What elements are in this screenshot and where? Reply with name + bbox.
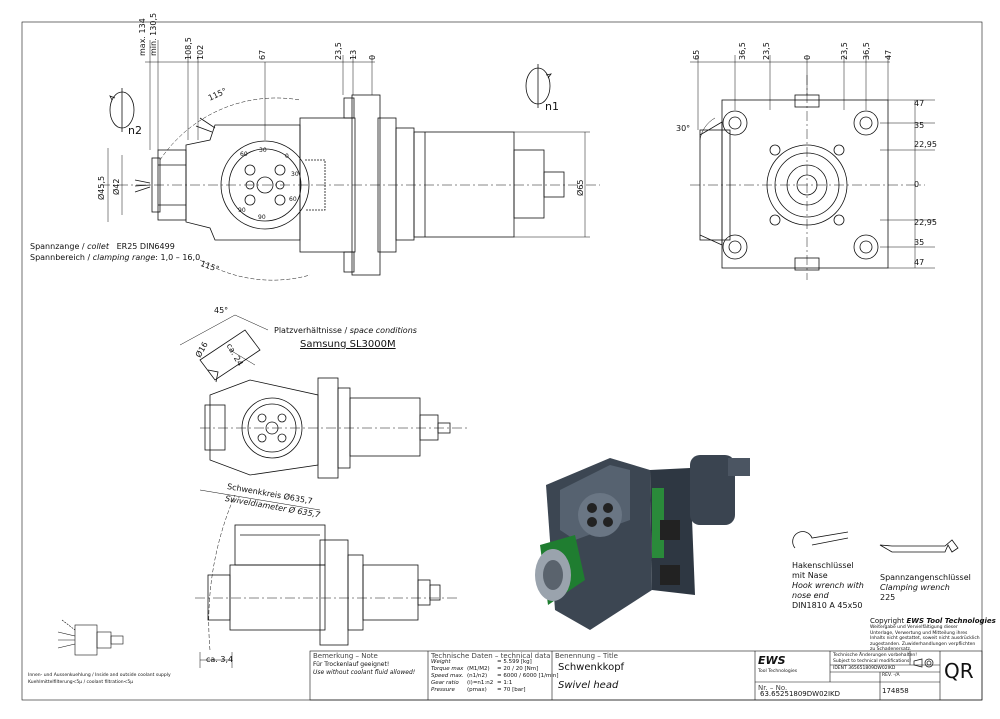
dial-number: 60 <box>240 151 248 158</box>
tech-row: Gear ratio(i)=n1:n2= 1:1 <box>431 680 513 686</box>
coolant-schematic <box>57 619 124 656</box>
rotation-label-n2: n2 <box>128 124 142 137</box>
copyright-title: Copyright EWS Tool Technologies <box>870 617 996 625</box>
side-dimension-lines <box>690 55 935 269</box>
hook-wrench-en: Hook wrench with <box>792 581 864 590</box>
ews-logo-sub: Tool Technologies <box>758 669 798 674</box>
dim-65: 65 <box>692 49 701 60</box>
rotation-symbol-n1 <box>525 64 552 108</box>
clamp-wrench-en: Clamping wrench <box>880 583 950 592</box>
tech-data-header: Technische Daten – technical data <box>431 652 551 660</box>
tech-row: Pressure(pmax)= 70 [bar] <box>431 687 526 693</box>
angle-45: 45° <box>214 306 229 315</box>
title-block-frame <box>309 650 983 701</box>
dial-number: 30 <box>291 171 299 178</box>
dim-67: 67 <box>258 49 267 60</box>
title-de: Schwenkkopf <box>558 662 625 673</box>
dim-d65: Ø65 <box>576 179 585 196</box>
dial-number: 90 <box>258 214 266 221</box>
hook-wrench-drawing <box>792 531 849 549</box>
3d-rendering <box>535 455 750 630</box>
vdim-35-bottom: 35 <box>914 238 925 247</box>
machine-name: Samsung SL3000M <box>300 339 396 350</box>
dim-47-top: 47 <box>884 49 893 60</box>
title-header: Benennung – Title <box>555 652 618 660</box>
front-dimension-lines <box>107 40 590 238</box>
ident: IDENT 365651809DW02IKD <box>833 666 896 671</box>
copyright-text: Weitergabe und Vervielfältigung dieser U… <box>870 625 980 652</box>
vdim-47-top: 47 <box>914 99 925 108</box>
dim-d45: Ø45,5 <box>97 175 106 200</box>
space-conditions-label: Platzverhältnisse / space conditions <box>274 326 417 335</box>
dial-number: 30 <box>259 147 267 154</box>
rev: REV. -/A <box>882 673 900 678</box>
hook-wrench-de: Hakenschlüssel <box>792 561 854 570</box>
dim-ca-3-4: ca. 3,4 <box>206 655 234 664</box>
part-no-header: Nr. – No. <box>758 684 788 692</box>
remark-en: Use without coolant fluid allowed! <box>313 669 416 676</box>
dim-102: 102 <box>196 44 205 60</box>
dim-108-5: 108,5 <box>184 37 193 60</box>
angled-view <box>179 314 470 479</box>
dial-number: 0 <box>285 153 289 160</box>
title-en: Swivel head <box>558 680 619 691</box>
front-view <box>100 94 600 281</box>
qr-label: QR <box>944 659 974 683</box>
dial-number: 60 <box>289 196 297 203</box>
hook-wrench-en2: nose end <box>792 591 829 600</box>
rotation-label-n1: n1 <box>545 100 559 113</box>
ews-logo: EWS <box>758 654 786 667</box>
dim-max: max. 134 <box>138 18 147 56</box>
projection-symbol-icon <box>912 653 936 668</box>
tech-row: Weight= 5.599 [kg] <box>431 659 532 665</box>
remark-de: Für Trockenlauf geeignet! <box>313 661 390 668</box>
hook-wrench-spec: DIN1810 A 45x50 <box>792 601 863 610</box>
side-view <box>690 75 925 280</box>
tech-data-table: Weight= 5.599 [kg] Torque max(M1/M2)= 20… <box>431 659 558 694</box>
dim-23-5-left: 23,5 <box>762 42 771 60</box>
vdim-35-top: 35 <box>914 121 925 130</box>
bottom-view <box>195 489 460 668</box>
rotation-symbol-n2 <box>109 88 135 132</box>
clamping-range-line: Spannbereich / clamping range: 1,0 – 16,… <box>30 253 201 262</box>
change-note-en: Subject to technical modifications! <box>833 659 912 664</box>
part-number: 63.65251809DW02IKD <box>760 690 841 698</box>
angle-30: 30° <box>676 124 691 133</box>
vdim-0: 0 <box>914 180 920 189</box>
coolant-note-line2: Kuehlmittelfilterung<5µ / coolant filtra… <box>28 680 134 685</box>
remark-header: Bemerkung – Note <box>313 652 378 660</box>
dim-13: 13 <box>349 49 358 60</box>
dim-36-5: 36,5 <box>738 42 747 60</box>
clamp-wrench-size: 225 <box>880 593 896 602</box>
sheet-border <box>21 21 983 701</box>
sheet-number: 174858 <box>882 687 909 695</box>
vdim-47-bottom: 47 <box>914 258 925 267</box>
dim-d42: Ø42 <box>112 178 121 195</box>
coolant-note-line1: Innen- und Aussenkuehlung / Inside and o… <box>28 673 171 678</box>
hook-wrench-de2: mit Nase <box>792 571 828 580</box>
vdim-22-95-bottom: 22,95 <box>914 218 937 227</box>
dim-0: 0 <box>368 54 377 60</box>
dim-36-5-right: 36,5 <box>862 42 871 60</box>
clamping-wrench-drawing <box>879 539 959 553</box>
collet-line: Spannzange / collet ER25 DIN6499 <box>30 242 175 251</box>
dim-23-5-right: 23,5 <box>840 42 849 60</box>
dim-min: min. 130,5 <box>149 12 158 56</box>
dim-23-5: 23,5 <box>334 42 343 60</box>
change-note-de: Technische Änderungen vorbehalten! <box>833 653 918 658</box>
dim-0-center: 0 <box>803 54 812 60</box>
vdim-22-95-top: 22,95 <box>914 140 937 149</box>
clamp-wrench-de: Spannzangenschlüssel <box>880 573 971 582</box>
tech-row: Torque max(M1/M2)= 20 / 20 [Nm] <box>431 666 539 672</box>
tech-row: Speed max.(n1/n2)= 6000 / 6000 [1/min] <box>431 673 559 679</box>
dial-number: 90 <box>238 207 246 214</box>
